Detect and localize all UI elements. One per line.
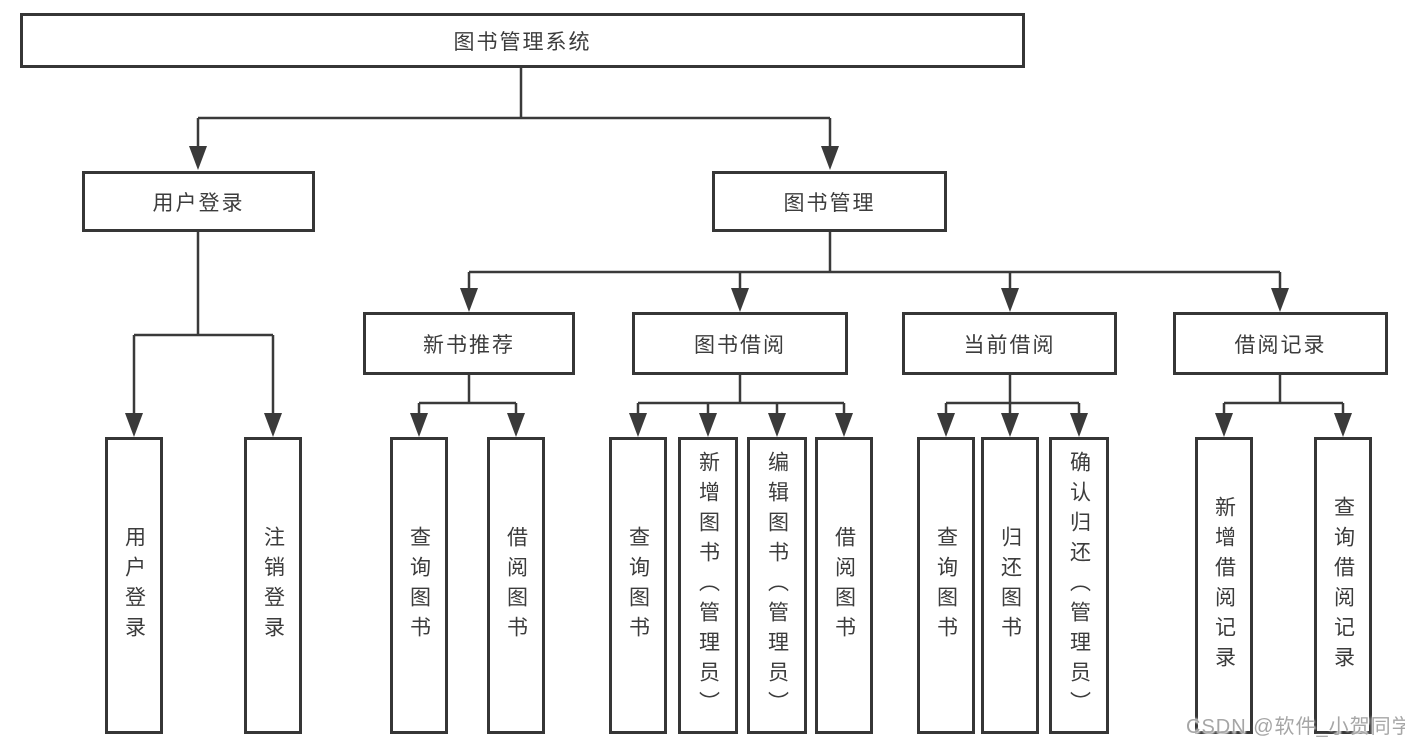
leaf-user-login: 用户登录 — [105, 437, 163, 734]
node-library-management-system: 图书管理系统 — [20, 13, 1025, 68]
leaf-add-book-admin: 新增图书（管理员） — [678, 437, 738, 734]
leaf-query-book-borrow: 查询图书 — [609, 437, 667, 734]
leaf-query-borrow-record: 查询借阅记录 — [1314, 437, 1372, 734]
node-borrow-record: 借阅记录 — [1173, 312, 1388, 375]
leaf-confirm-return-admin: 确认归还（管理员） — [1049, 437, 1109, 734]
leaf-query-book-recommend: 查询图书 — [390, 437, 448, 734]
leaf-borrow-book: 借阅图书 — [815, 437, 873, 734]
leaf-edit-book-admin: 编辑图书（管理员） — [747, 437, 807, 734]
node-book-management: 图书管理 — [712, 171, 947, 232]
leaf-query-book-current: 查询图书 — [917, 437, 975, 734]
leaf-add-borrow-record: 新增借阅记录 — [1195, 437, 1253, 734]
csdn-watermark: CSDN @软件_小贺同学 — [1186, 716, 1405, 738]
node-current-borrow: 当前借阅 — [902, 312, 1117, 375]
node-user-login: 用户登录 — [82, 171, 315, 232]
leaf-return-book: 归还图书 — [981, 437, 1039, 734]
leaf-logout-login: 注销登录 — [244, 437, 302, 734]
node-book-borrow: 图书借阅 — [632, 312, 848, 375]
node-new-book-recommend: 新书推荐 — [363, 312, 575, 375]
leaf-borrow-book-recommend: 借阅图书 — [487, 437, 545, 734]
arrowheads — [125, 146, 1352, 437]
